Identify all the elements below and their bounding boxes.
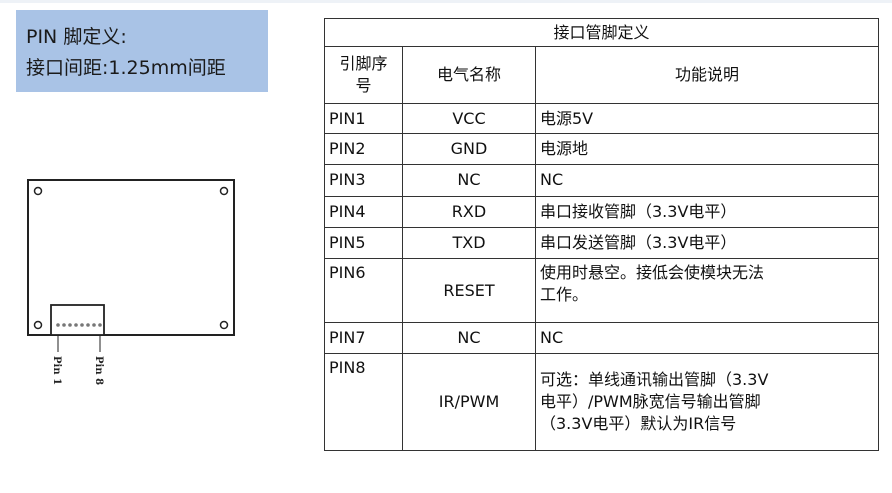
- header-pin-number-line1: 引脚序: [339, 54, 388, 74]
- desc-line: 使用时悬空。接低会使模块无法: [540, 262, 765, 282]
- name-cell: IR/PWM: [402, 353, 536, 451]
- mounting-hole-top-right: [219, 186, 229, 196]
- pin-cell: PIN5: [324, 226, 403, 259]
- pin-cell: PIN3: [324, 164, 403, 197]
- pin-cell: PIN2: [324, 133, 403, 166]
- pin1-label: Pin 1: [51, 356, 62, 385]
- table-row: PIN3 NC NC: [324, 164, 880, 197]
- name-cell: NC: [402, 322, 536, 355]
- desc-cell: NC: [534, 164, 880, 197]
- desc-line: 电平）/PWM脉宽信号输出管脚: [540, 392, 761, 412]
- desc-cell: 串口发送管脚（3.3V电平）: [534, 226, 880, 259]
- table-row: PIN1 VCC 电源5V: [324, 103, 880, 135]
- desc-line: 工作。: [540, 284, 589, 304]
- name-cell: RESET: [402, 257, 536, 324]
- pin-cell: PIN4: [324, 195, 403, 228]
- desc-cell: 电源5V: [534, 103, 880, 135]
- table-row: PIN7 NC NC: [324, 322, 880, 355]
- pin-cell: PIN8: [324, 353, 403, 451]
- name-cell: VCC: [402, 103, 536, 135]
- table-row: PIN4 RXD 串口接收管脚（3.3V电平）: [324, 195, 880, 228]
- desc-line: （3.3V电平）默认为IR信号: [540, 414, 737, 434]
- module-outline-drawing: Pin 1 Pin 8: [27, 179, 235, 385]
- connector-housing: [50, 304, 105, 336]
- top-divider: [0, 0, 892, 3]
- name-cell: TXD: [402, 226, 536, 259]
- pin8-label: Pin 8: [93, 356, 104, 385]
- desc-line: 可选：单线通讯输出管脚（3.3V: [540, 370, 769, 390]
- connector-pins: [56, 323, 102, 327]
- pin-cell: PIN7: [324, 322, 403, 355]
- pin-definition-heading: PIN 脚定义:: [26, 26, 127, 48]
- desc-cell: 使用时悬空。接低会使模块无法 工作。: [534, 257, 880, 324]
- table-row: PIN2 GND 电源地: [324, 133, 880, 166]
- pin-cell: PIN6: [324, 257, 403, 324]
- desc-cell: NC: [534, 322, 880, 355]
- table-row: PIN8 IR/PWM 可选：单线通讯输出管脚（3.3V 电平）/PWM脉宽信号…: [324, 353, 880, 451]
- desc-cell: 可选：单线通讯输出管脚（3.3V 电平）/PWM脉宽信号输出管脚 （3.3V电平…: [534, 353, 880, 451]
- mounting-hole-bottom-left: [33, 320, 43, 330]
- header-function: 功能说明: [534, 46, 880, 105]
- desc-cell: 串口接收管脚（3.3V电平）: [534, 195, 880, 228]
- mounting-hole-top-left: [33, 186, 43, 196]
- table-row: PIN5 TXD 串口发送管脚（3.3V电平）: [324, 226, 880, 259]
- header-pin-number: 引脚序 号: [324, 46, 403, 105]
- mounting-hole-bottom-right: [219, 320, 229, 330]
- pin-pitch-text: 接口间距:1.25mm间距: [26, 57, 226, 79]
- pin-info-box: PIN 脚定义: 接口间距:1.25mm间距: [16, 10, 268, 92]
- header-electrical-name: 电气名称: [402, 46, 536, 105]
- table-row: PIN6 RESET 使用时悬空。接低会使模块无法 工作。: [324, 257, 880, 324]
- name-cell: NC: [402, 164, 536, 197]
- table-title: 接口管脚定义: [323, 17, 880, 48]
- name-cell: RXD: [402, 195, 536, 228]
- header-pin-number-line2: 号: [355, 76, 372, 96]
- name-cell: GND: [402, 133, 536, 166]
- pin-cell: PIN1: [324, 103, 403, 135]
- pin-definition-table: 接口管脚定义 引脚序 号 电气名称 功能说明 PIN1 VCC 电源5V PIN…: [323, 17, 880, 451]
- desc-cell: 电源地: [534, 133, 880, 166]
